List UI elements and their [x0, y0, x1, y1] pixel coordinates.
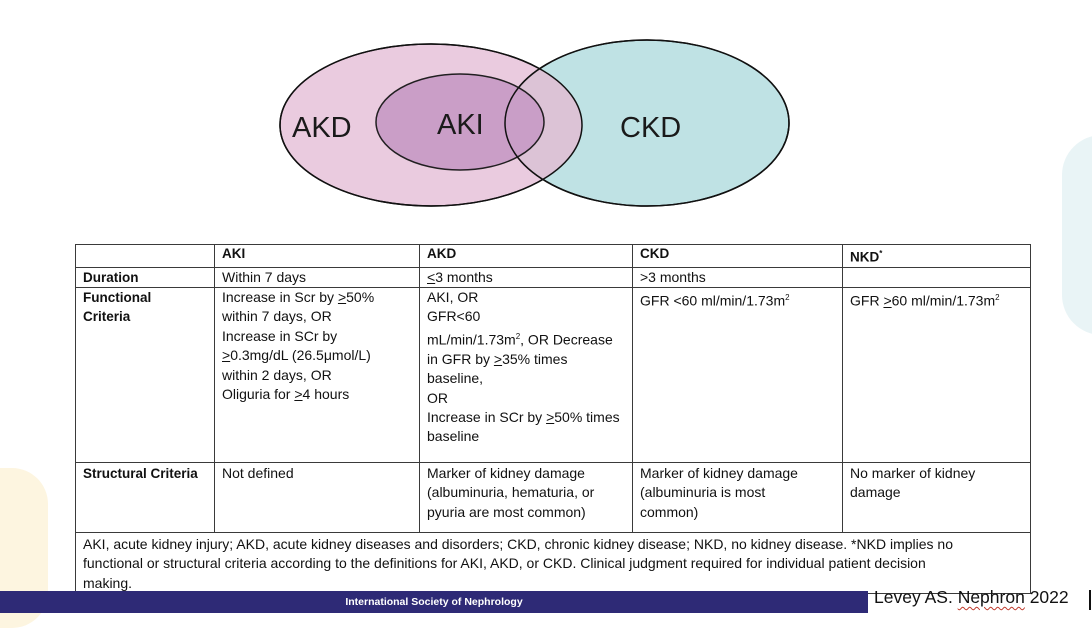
header-ckd: CKD [632, 244, 843, 268]
row-label-structural: Structural Criteria [75, 461, 215, 533]
kidney-criteria-table: AKI AKD CKD NKD* Duration Within 7 days … [75, 244, 1031, 595]
table-row-functional: Functional Criteria Increase in Scr by >… [75, 286, 1031, 463]
table-row-duration: Duration Within 7 days <3 months >3 mont… [75, 266, 1031, 288]
ckd-label: CKD [620, 112, 681, 144]
cell-duration-nkd [842, 266, 1031, 288]
footer-organization-bar: International Society of Nephrology [0, 591, 868, 613]
decorative-shape-right [1062, 135, 1092, 335]
header-akd: AKD [419, 244, 633, 268]
citation-year: 2022 [1029, 587, 1069, 607]
header-blank-cell [75, 244, 215, 268]
citation-author: Levey AS. [874, 587, 953, 607]
row-label-duration: Duration [75, 266, 215, 288]
citation-divider [1089, 590, 1091, 610]
cell-structural-ckd: Marker of kidney damage (albuminuria is … [632, 461, 843, 533]
header-aki: AKI [214, 244, 420, 268]
organization-name: International Society of Nephrology [345, 596, 523, 608]
table-footnote-row: AKI, acute kidney injury; AKD, acute kid… [75, 531, 1031, 595]
cell-functional-nkd: GFR >60 ml/min/1.73m2 [842, 286, 1031, 463]
aki-label: AKI [437, 109, 484, 141]
akd-label: AKD [292, 112, 352, 144]
header-nkd: NKD* [842, 244, 1031, 268]
citation-journal: Nephron [957, 587, 1025, 607]
table-header-row: AKI AKD CKD NKD* [75, 244, 1031, 268]
citation: Levey AS. Nephron 2022 [874, 585, 1069, 609]
table-row-structural: Structural Criteria Not defined Marker o… [75, 461, 1031, 533]
cell-functional-aki: Increase in Scr by >50% within 7 days, O… [214, 286, 420, 463]
cell-structural-nkd: No marker of kidney damage [842, 461, 1031, 533]
cell-functional-akd: AKI, OR GFR<60 mL/min/1.73m2, OR Decreas… [419, 286, 633, 463]
cell-duration-ckd: >3 months [632, 266, 843, 288]
cell-duration-akd: <3 months [419, 266, 633, 288]
aki-ellipse [375, 73, 545, 171]
venn-diagram: AKD AKI CKD [279, 39, 790, 207]
table-footnote: AKI, acute kidney injury; AKD, acute kid… [75, 531, 1031, 595]
cell-functional-ckd: GFR <60 ml/min/1.73m2 [632, 286, 843, 463]
row-label-functional: Functional Criteria [75, 286, 215, 463]
cell-structural-aki: Not defined [214, 461, 420, 533]
cell-duration-aki: Within 7 days [214, 266, 420, 288]
cell-structural-akd: Marker of kidney damage (albuminuria, he… [419, 461, 633, 533]
